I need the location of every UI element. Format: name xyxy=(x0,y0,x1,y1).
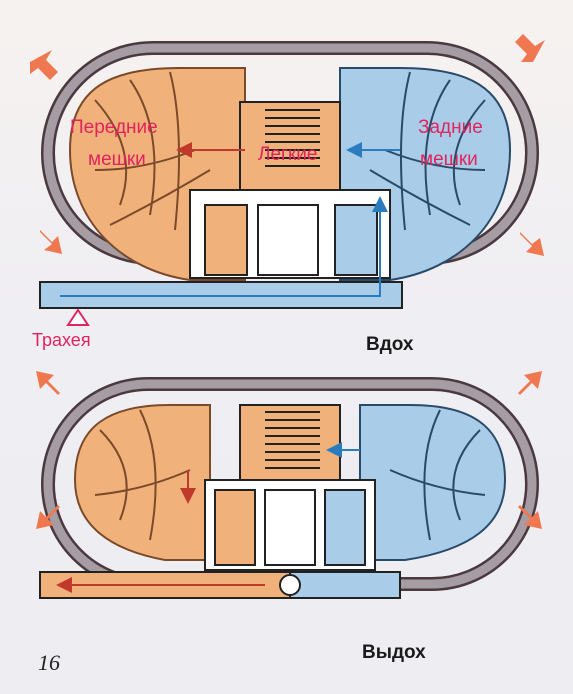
rear-bronchus xyxy=(325,490,365,565)
arrow-in-top-right-icon xyxy=(518,371,542,395)
mesobronchus xyxy=(258,205,318,275)
front-bronchus xyxy=(215,490,255,565)
trachea-rear-segment xyxy=(290,572,400,598)
arrow-up-left-icon xyxy=(30,50,58,80)
mesobronchus xyxy=(265,490,315,565)
rear-bronchus xyxy=(335,205,377,275)
arrow-down-left-icon xyxy=(40,230,62,254)
front-sacs-label-line2: мешки xyxy=(88,150,146,170)
front-bronchus xyxy=(205,205,247,275)
page-number: 16 xyxy=(38,650,60,676)
front-air-sacs xyxy=(75,405,210,560)
arrow-up-right-icon xyxy=(515,34,545,62)
trachea-valve xyxy=(280,575,300,595)
rear-sacs-label-line2: мешки xyxy=(420,150,478,170)
exhale-diagram xyxy=(36,371,542,598)
inhale-label: Вдох xyxy=(366,334,413,356)
inhale-diagram xyxy=(30,34,545,325)
trachea-pointer-icon xyxy=(68,310,88,325)
exhale-label: Выдох xyxy=(362,642,426,664)
trachea-label: Трахея xyxy=(32,330,91,351)
rear-sacs-label-line1: Задние xyxy=(418,118,483,138)
front-sacs-label-line1: Передние xyxy=(70,118,158,138)
lungs-label: Легкие xyxy=(258,145,317,165)
arrow-in-top-left-icon xyxy=(36,371,60,395)
arrow-down-right-icon xyxy=(520,232,544,256)
